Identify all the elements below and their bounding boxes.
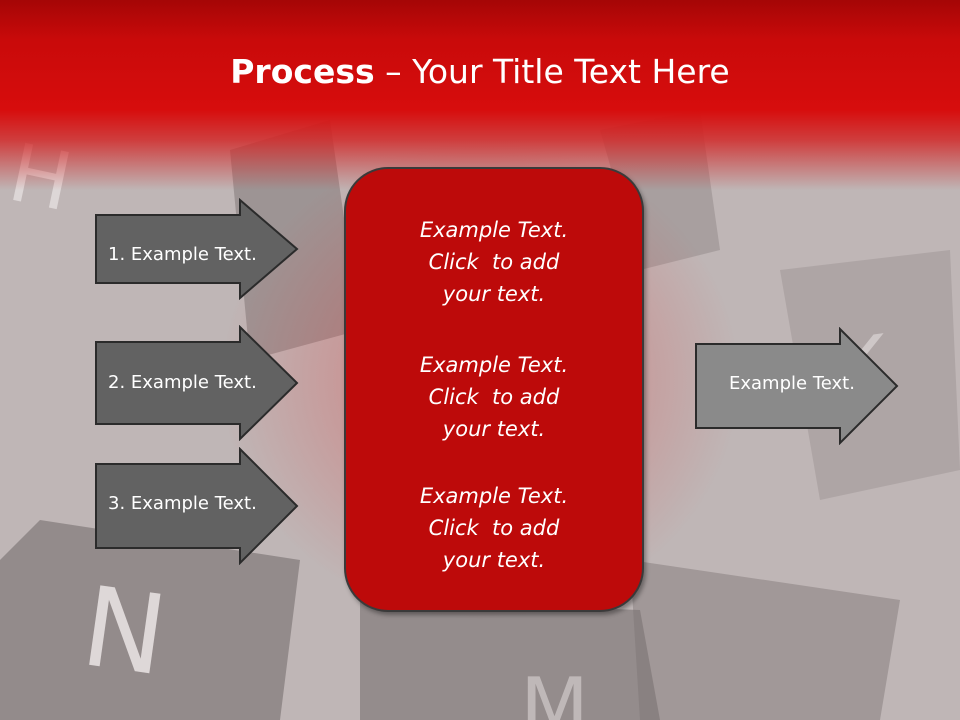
center-item-1-line-2: Click to add <box>428 250 560 274</box>
center-item-2-line-3: your text. <box>442 417 546 441</box>
center-item-3: Example Text. Click to add your text. <box>346 480 642 576</box>
center-item-1-line-1: Example Text. <box>419 218 569 242</box>
title-banner <box>0 0 960 190</box>
left-arrow-2-label: 2. Example Text. <box>108 372 257 393</box>
right-arrow[interactable] <box>694 327 900 445</box>
key-letter-n: N <box>75 562 174 700</box>
center-item-1-line-3: your text. <box>442 282 546 306</box>
left-arrow-1-label: 1. Example Text. <box>108 244 257 265</box>
center-item-2-line-2: Click to add <box>428 385 560 409</box>
title-bold: Process <box>230 52 375 91</box>
title-dash: – <box>374 52 413 91</box>
center-item-3-line-2: Click to add <box>428 516 560 540</box>
left-arrow-3[interactable] <box>94 447 300 565</box>
center-item-3-line-1: Example Text. <box>419 484 569 508</box>
title-rest: Your Title Text Here <box>412 52 730 91</box>
center-item-3-line-3: your text. <box>442 548 546 572</box>
center-item-2: Example Text. Click to add your text. <box>346 349 642 445</box>
key-letter-m: M <box>520 661 589 720</box>
slide-title[interactable]: Process – Your Title Text Here <box>0 52 960 91</box>
left-arrow-2[interactable] <box>94 325 300 441</box>
right-arrow-label: Example Text. <box>729 373 855 394</box>
left-arrow-1[interactable] <box>94 198 300 300</box>
center-item-1: Example Text. Click to add your text. <box>346 214 642 310</box>
center-text-box[interactable]: Example Text. Click to add your text. Ex… <box>344 167 644 612</box>
center-item-2-line-1: Example Text. <box>419 353 569 377</box>
left-arrow-3-label: 3. Example Text. <box>108 493 257 514</box>
